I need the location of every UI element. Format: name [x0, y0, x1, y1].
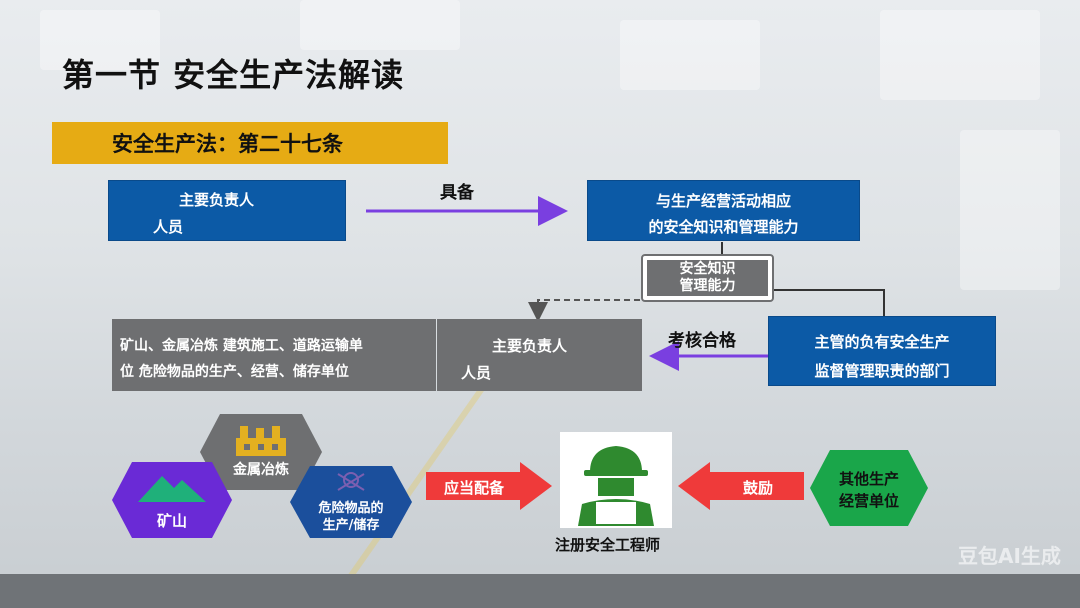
main-person-box: 主要负责人 人员: [108, 180, 346, 241]
assess-label: 考核合格: [668, 331, 736, 351]
encourage-label: 鼓励: [743, 479, 773, 497]
hazard-icon: [337, 472, 365, 491]
knowledge-small-frame: 安全知识 管理能力: [641, 254, 774, 302]
other-line1: 其他生产: [839, 470, 899, 488]
units-line1: 矿山、金属冶炼 建筑施工、道路运输单: [120, 338, 363, 354]
knowledge-small-line1: 安全知识: [679, 261, 736, 277]
danger-hex: 危险物品的 生产/储存: [290, 466, 412, 538]
engineer-card: [560, 432, 672, 528]
danger-line1: 危险物品的: [318, 500, 383, 516]
other-line2: 经营单位: [839, 492, 899, 510]
knowledge-line2: 的安全知识和管理能力: [648, 218, 799, 236]
knowledge-line1: 与生产经营活动相应: [655, 192, 791, 210]
mine-label: 矿山: [157, 512, 187, 530]
main-person-line2: 人员: [153, 218, 184, 236]
dashed-connector: [528, 299, 640, 322]
have-label: 具备: [440, 183, 474, 203]
dept-line2: 监督管理职责的部门: [814, 362, 950, 380]
should-arrow: 应当配备: [426, 462, 552, 510]
person2-box: 主要负责人 人员: [437, 319, 642, 391]
mountain-icon: [138, 476, 206, 502]
factory-icon: [236, 426, 286, 456]
knowledge-box: 与生产经营活动相应 的安全知识和管理能力: [587, 180, 860, 241]
person2-line1: 主要负责人: [492, 337, 568, 355]
knowledge-small-line2: 管理能力: [679, 278, 736, 294]
bottom-band: [0, 574, 1080, 608]
other-hex: 其他生产 经营单位: [810, 450, 928, 526]
mine-hex: 矿山: [112, 462, 232, 538]
encourage-arrow: 鼓励: [678, 462, 804, 510]
page-title: 第一节 安全生产法解读: [62, 56, 405, 94]
engineer-icon: [578, 446, 654, 526]
dept-line1: 主管的负有安全生产: [814, 333, 950, 351]
dept-box: 主管的负有安全生产 监督管理职责的部门: [768, 316, 996, 386]
engineer-label: 注册安全工程师: [555, 536, 661, 554]
watermark: 豆包AI生成: [958, 544, 1061, 568]
units-box: 矿山、金属冶炼 建筑施工、道路运输单 位 危险物品的生产、经营、储存单位: [112, 319, 436, 391]
person2-line2: 人员: [461, 364, 492, 382]
knowledge-small-box: 安全知识 管理能力: [647, 260, 768, 296]
section-bar: 安全生产法：第二十七条: [52, 122, 448, 164]
metal-label: 金属冶炼: [232, 461, 289, 478]
metal-hex: 金属冶炼: [200, 414, 322, 490]
main-person-line1: 主要负责人: [179, 191, 255, 209]
units-line2: 位 危险物品的生产、经营、储存单位: [120, 364, 349, 380]
danger-line2: 生产/储存: [323, 517, 380, 533]
should-label: 应当配备: [444, 479, 505, 497]
